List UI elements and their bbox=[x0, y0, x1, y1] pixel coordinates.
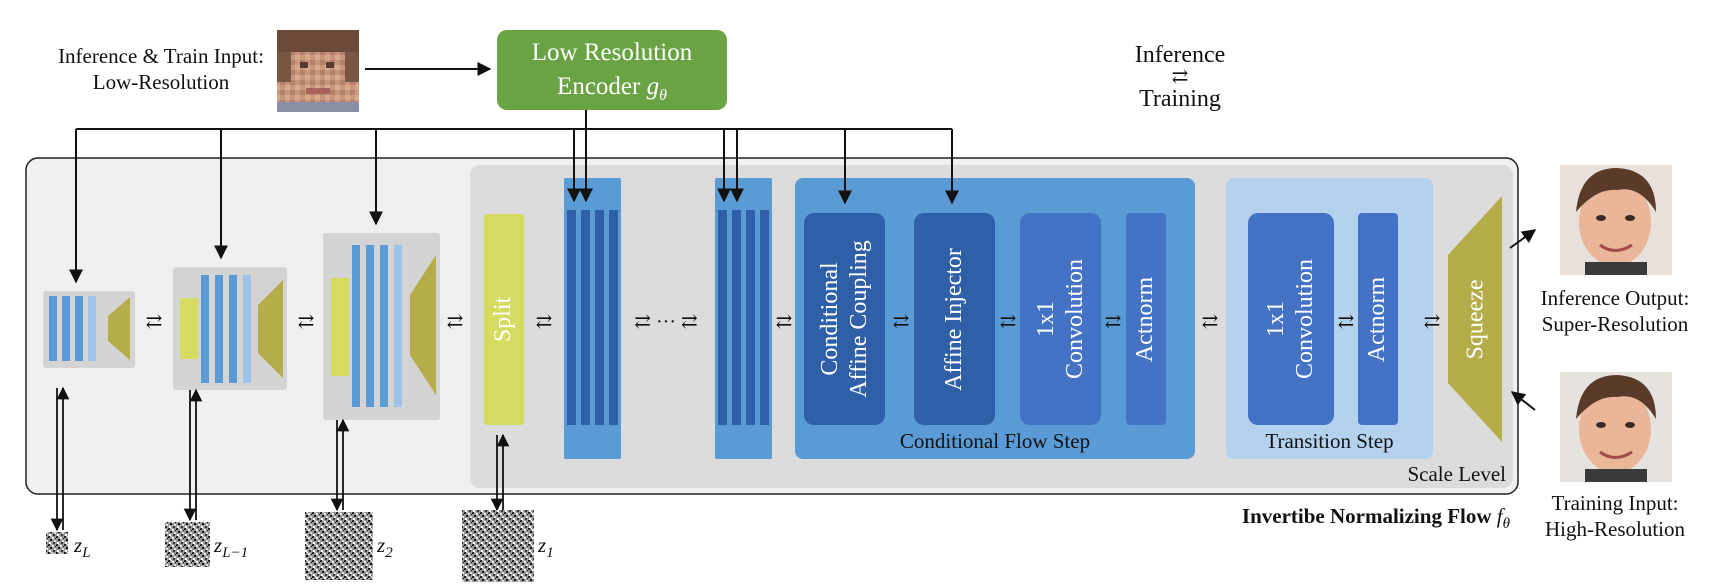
bidir-arrow: ⇄ bbox=[999, 311, 1017, 333]
latent-label-zL1: zL−1 bbox=[214, 533, 249, 562]
latent-label-z2: z2 bbox=[377, 533, 393, 562]
bidir-arrow: ⇄ bbox=[775, 311, 793, 333]
input-label: Inference & Train Input: Low-Resolution bbox=[28, 43, 294, 95]
actnorm-label: Actnorm bbox=[1132, 276, 1159, 362]
squeeze-label: Squeeze bbox=[1462, 279, 1489, 359]
transition-step-label: Transition Step bbox=[1265, 429, 1394, 453]
transition-conv1x1-label: 1x1 Convolution bbox=[1263, 258, 1319, 380]
actnorm-block: Actnorm bbox=[1126, 213, 1166, 425]
super-resolution-face-image bbox=[1560, 165, 1672, 275]
bidir-arrow: ⇄ bbox=[1337, 311, 1355, 333]
squeeze-shape bbox=[1448, 196, 1502, 442]
split-label: Split bbox=[490, 296, 517, 343]
flow-title: Invertibe Normalizing Flow fθ bbox=[1241, 504, 1510, 533]
conv1x1-label: 1x1 Convolution bbox=[1032, 258, 1088, 380]
legend-arrows: ⇄ bbox=[1171, 66, 1189, 88]
split-block: Split bbox=[484, 214, 524, 425]
scale-level-label: Scale Level bbox=[1407, 462, 1506, 486]
latent-label-zL: zL bbox=[74, 533, 91, 562]
bidir-arrow: ⇄ bbox=[297, 311, 315, 333]
bidir-arrow: ⇄ bbox=[892, 311, 910, 333]
flow-ellipsis: ⇄ ··· ⇄ bbox=[634, 311, 698, 333]
conv1x1-block: 1x1 Convolution bbox=[1020, 213, 1101, 425]
train-input-line2: High-Resolution bbox=[1545, 517, 1685, 541]
latent-label-z1: z1 bbox=[538, 533, 554, 562]
legend-training: Training bbox=[1139, 86, 1221, 112]
transition-actnorm-label: Actnorm bbox=[1364, 276, 1391, 362]
output-label-line1: Inference Output: bbox=[1540, 286, 1690, 310]
legend-inference: Inference bbox=[1134, 42, 1226, 68]
bidir-arrow: ⇄ bbox=[446, 311, 464, 333]
train-input-line1: Training Input: bbox=[1551, 491, 1679, 515]
conditional-affine-coupling-block: Conditional Affine Coupling bbox=[804, 213, 885, 425]
bidir-arrow: ⇄ bbox=[535, 311, 553, 333]
bidir-arrow: ⇄ bbox=[145, 311, 163, 333]
affine-injector-label: Affine Injector bbox=[941, 247, 968, 391]
low-res-face-image bbox=[277, 30, 359, 112]
encoder-line2: Encoder gθ bbox=[557, 73, 667, 104]
bidir-arrow: ⇄ bbox=[1104, 311, 1122, 333]
bidir-arrow: ⇄ bbox=[1423, 311, 1441, 333]
output-label-line2: Super-Resolution bbox=[1541, 312, 1689, 336]
flow-title-text: Invertibe Normalizing Flow bbox=[1241, 504, 1497, 528]
encoder-box: Low Resolution Encoder gθ bbox=[497, 30, 727, 110]
latent-noise-z1 bbox=[462, 510, 534, 582]
direction-legend: Inference ⇄ Training bbox=[1115, 42, 1245, 112]
latent-noise-z2 bbox=[305, 512, 373, 580]
train-input-label: Training Input: High-Resolution bbox=[1520, 490, 1710, 542]
latent-noise-zL bbox=[46, 532, 68, 554]
output-label: Inference Output: Super-Resolution bbox=[1520, 285, 1710, 337]
conditional-flow-step-label: Conditional Flow Step bbox=[899, 429, 1091, 453]
latent-noise-zL1 bbox=[165, 522, 210, 567]
affine-injector-block: Affine Injector bbox=[914, 213, 995, 425]
transition-conv1x1-block: 1x1 Convolution bbox=[1248, 213, 1334, 425]
squeeze-block: Squeeze bbox=[1452, 214, 1500, 424]
flow-stack-2 bbox=[715, 178, 772, 459]
transition-actnorm-block: Actnorm bbox=[1358, 213, 1398, 425]
bidir-arrow: ⇄ bbox=[1201, 311, 1219, 333]
input-label-line1: Inference & Train Input: bbox=[58, 44, 264, 68]
high-resolution-face-image bbox=[1560, 372, 1672, 482]
conditional-affine-coupling-label: Conditional Affine Coupling bbox=[816, 240, 872, 398]
encoder-line1: Low Resolution bbox=[531, 39, 693, 66]
input-label-line2: Low-Resolution bbox=[92, 70, 230, 94]
flow-stack-1 bbox=[564, 178, 621, 459]
